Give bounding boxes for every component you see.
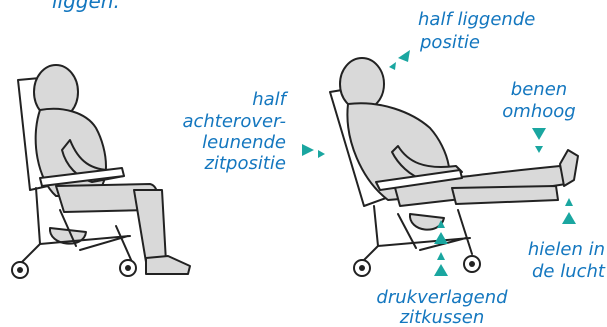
label-half-achter-line4: zitpositie — [205, 154, 286, 174]
triangle-marker-icon — [302, 144, 314, 156]
label-hielen-line2: de lucht — [532, 262, 605, 282]
upright-person-lowerleg — [134, 190, 166, 262]
triangle-marker-icon — [562, 212, 576, 224]
label-druk-line1: drukverlagend — [364, 288, 520, 308]
label-half-achter-line2: achterover- — [182, 112, 286, 132]
triangle-marker-icon — [565, 198, 573, 206]
triangle-marker-icon — [318, 150, 325, 158]
triangle-marker-icon — [398, 50, 410, 62]
upright-chair-wheel-front-hub — [125, 265, 131, 271]
triangle-marker-icon — [434, 264, 448, 276]
upright-chair-wheel-back-hub — [17, 267, 23, 273]
label-half-liggende-line2: positie — [420, 33, 480, 53]
label-half-liggende-line1: half liggende — [418, 10, 535, 30]
triangle-marker-icon — [535, 146, 543, 153]
label-druk-line2: zitkussen — [364, 308, 520, 327]
reclined-person-head — [340, 58, 384, 110]
label-half-achter-line1: half — [252, 90, 286, 110]
reclined-chair-legrest — [452, 186, 558, 204]
reclined-chair-wheel-back-hub — [359, 265, 365, 271]
wheelchair-upright-illustration — [12, 65, 190, 278]
triangle-marker-icon — [434, 232, 448, 244]
label-hielen-line1: hielen in — [528, 240, 605, 260]
reclined-chair-wheel-front-hub — [469, 261, 475, 267]
label-benen-line2: omhoog — [498, 102, 580, 122]
label-half-achter-line3: leunende — [202, 133, 286, 153]
triangle-marker-icon — [389, 62, 396, 70]
triangle-marker-icon — [437, 252, 445, 260]
reclined-person-feet — [560, 150, 578, 186]
label-benen-line1: benen — [508, 80, 570, 100]
triangle-marker-icon — [532, 128, 546, 140]
upright-person-foot — [146, 256, 190, 274]
